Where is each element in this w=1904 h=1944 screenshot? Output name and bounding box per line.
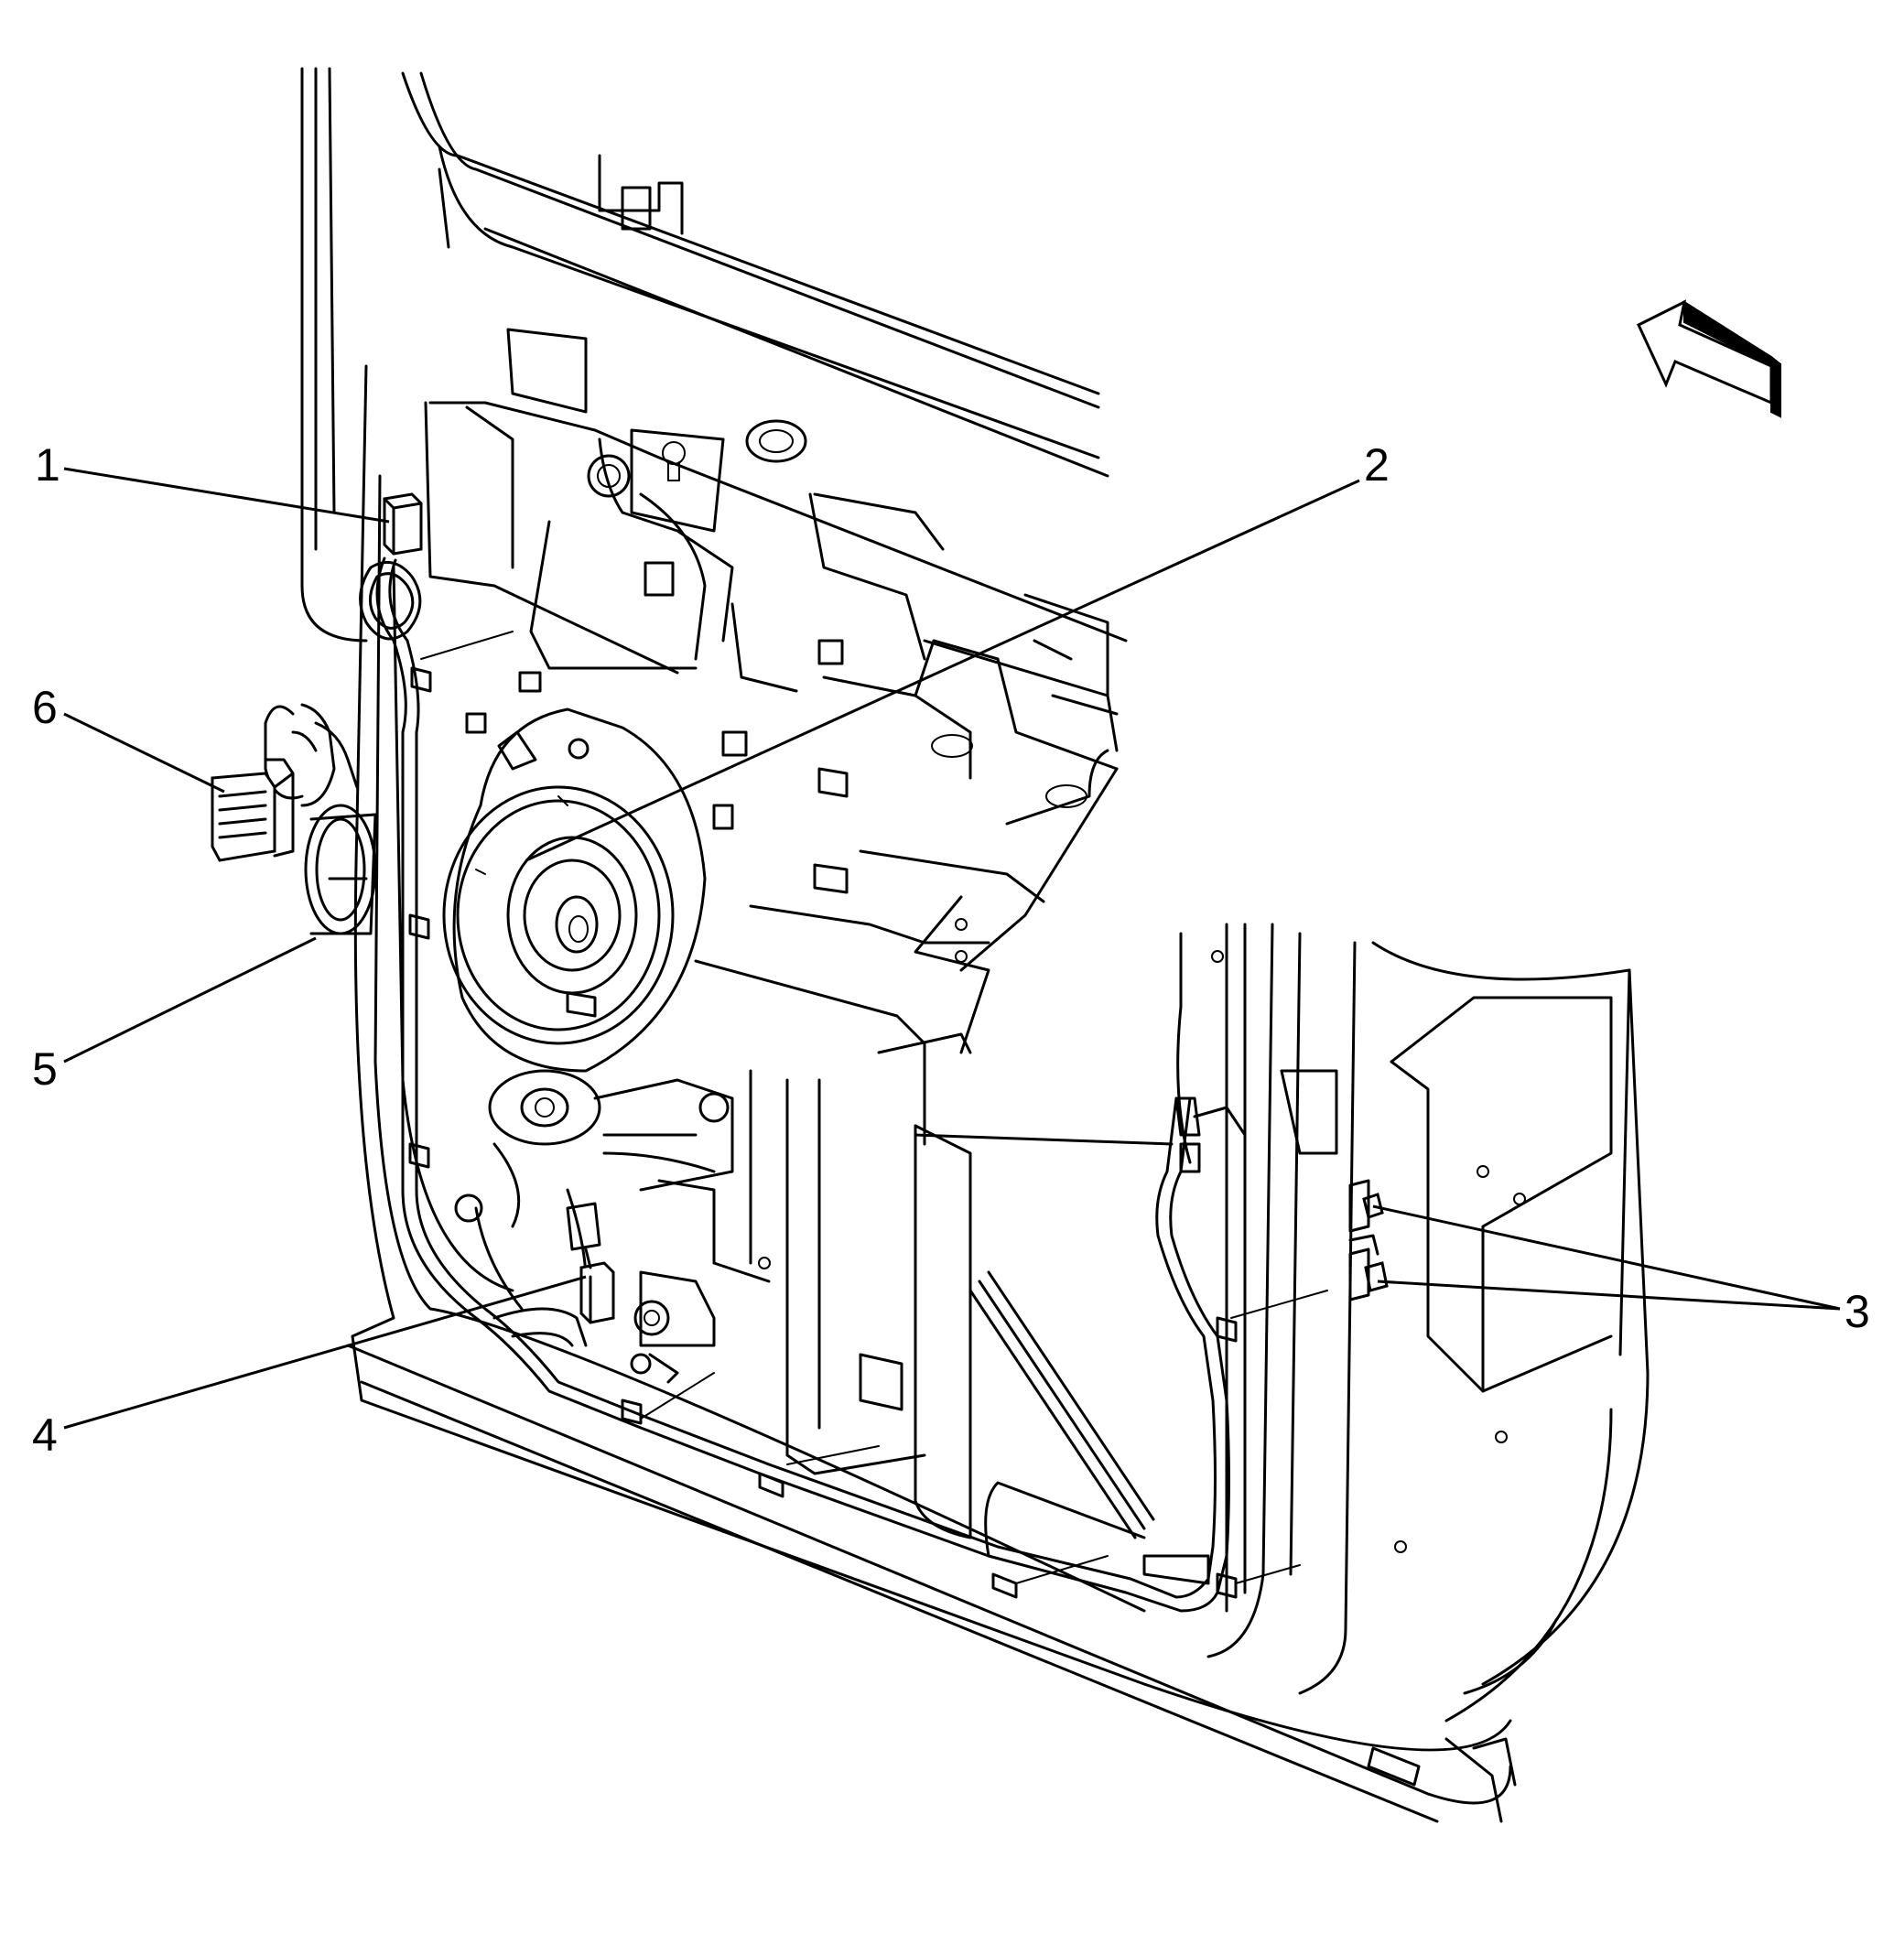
leader-line-3b (1377, 1280, 1841, 1311)
leader-line-1 (63, 467, 390, 524)
callout-5: 5 (32, 1043, 58, 1095)
callout-numbers: 1 2 3 4 5 6 (32, 439, 1870, 1461)
callout-1: 1 (35, 439, 60, 491)
leader-line-3a (1372, 1204, 1841, 1311)
body-harness-connector-6 (211, 758, 295, 862)
callout-leader-lines (63, 467, 1841, 1430)
callout-4: 4 (32, 1409, 58, 1461)
callout-6: 6 (32, 682, 58, 733)
leader-line-6 (63, 712, 225, 794)
radio-speaker (442, 707, 707, 1073)
door-harness-grommet (264, 703, 377, 935)
door-outer-frame (300, 67, 1650, 1823)
leader-line-2 (525, 479, 1360, 862)
callout-2: 2 (1364, 439, 1390, 491)
leader-line-5 (63, 936, 317, 1064)
harness-connector-4 (566, 1202, 615, 1324)
leader-line-4 (63, 1275, 587, 1430)
view-direction-arrow-icon (1637, 299, 1781, 418)
door-lock-connectors-3 (1348, 1179, 1389, 1301)
door-wiring-harness (375, 556, 1328, 1613)
callout-3: 3 (1844, 1286, 1870, 1337)
window-regulator-motor (454, 1069, 734, 1384)
harness-connector-1 (359, 492, 423, 641)
